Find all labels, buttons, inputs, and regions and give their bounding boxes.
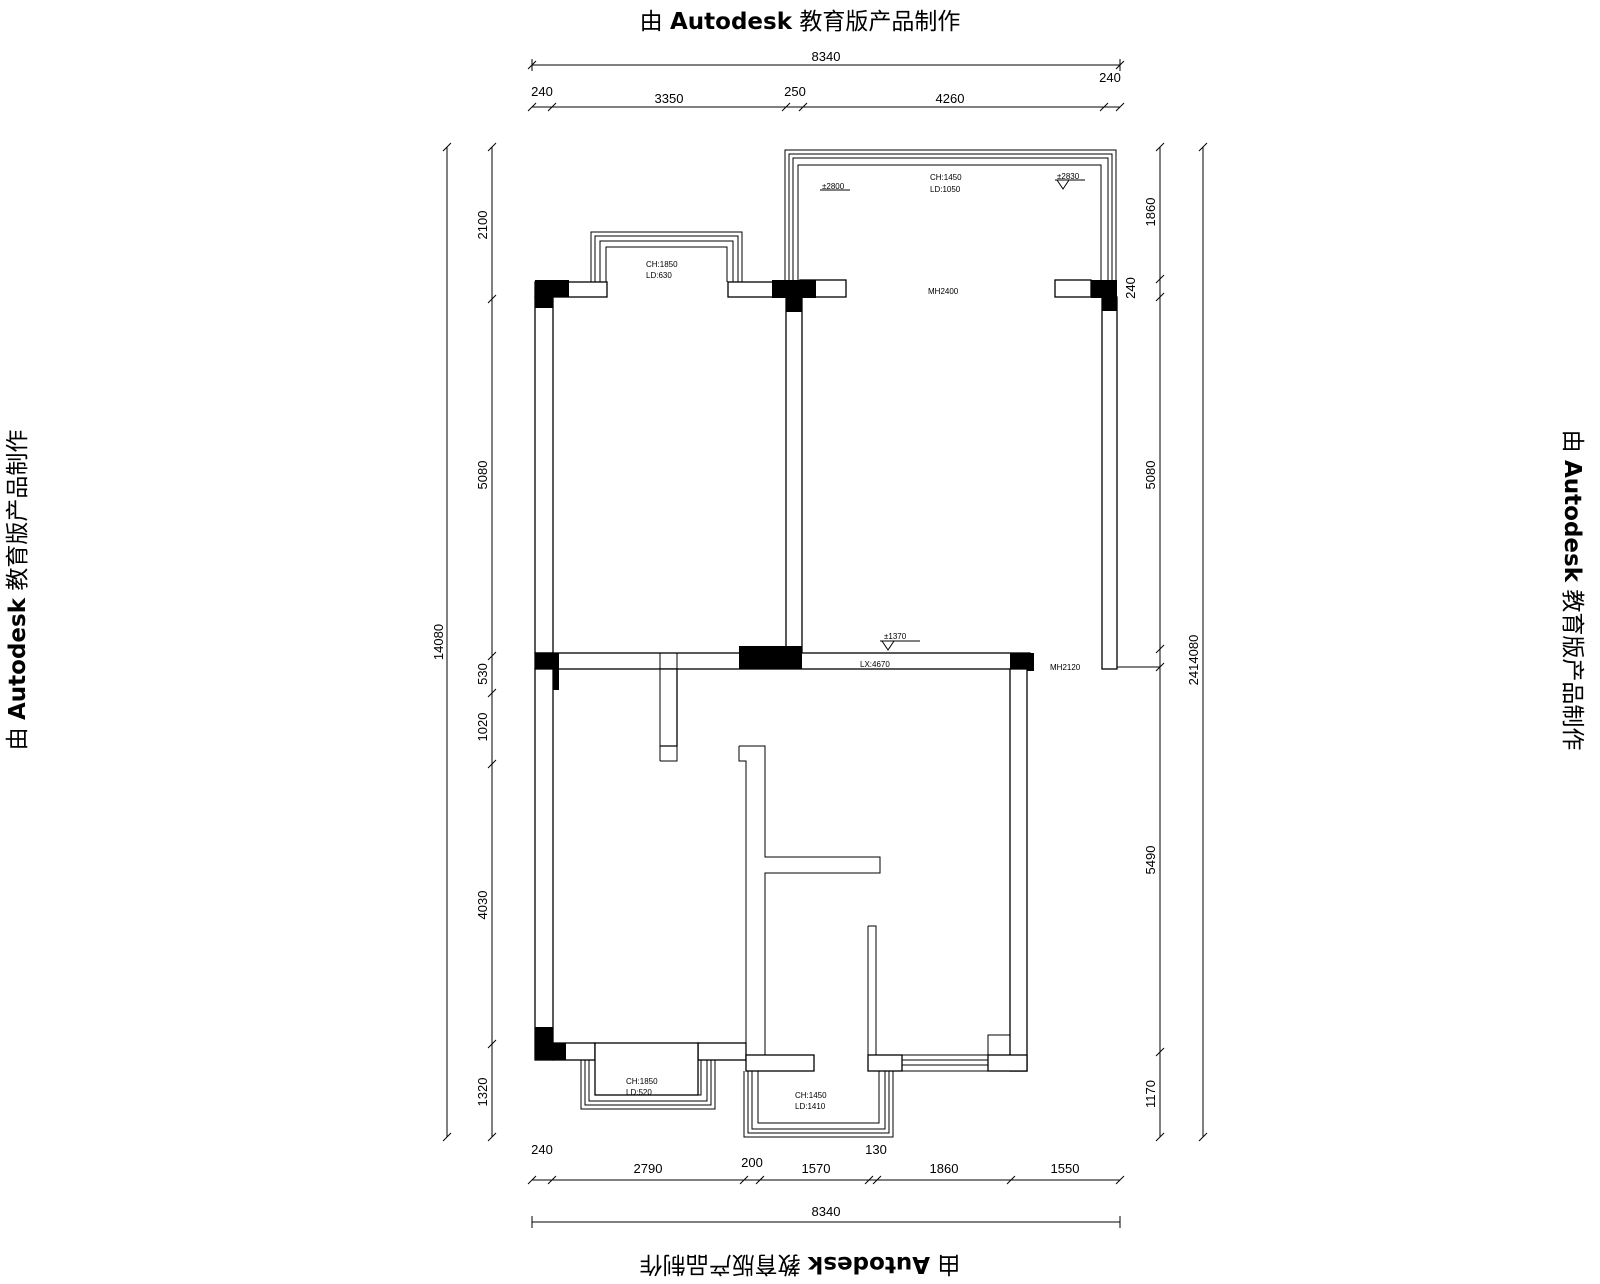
dim-left-seg-2: 5080 [475,461,490,490]
top-balcony: ±2800 ±2830 CH:1450 LD:1050 [784,149,1117,282]
dim-left-seg-4: 1020 [475,713,490,742]
dim-bottom-seg-1: 240 [531,1142,553,1157]
bottom-dimension-total: 8340 [531,1204,1121,1228]
bottom-left-bay-window: CH:1850 LD:520 [580,1042,716,1110]
dim-right-seg-2: 240 [1123,277,1138,299]
balcony-top-ch: CH:1450 [930,173,962,182]
window-top-ch: CH:1850 [646,260,678,269]
upper-walls: MH2400 [534,279,1118,670]
mh-mid-note: MH2120 [1050,663,1081,672]
balcony-top-ld: LD:1050 [930,185,961,194]
dim-left-seg-1: 2100 [475,211,490,240]
dim-bottom-seg-4: 1570 [802,1161,831,1176]
left-dimension-total: 14080 [431,142,452,1142]
dim-top-right-corner: 240 [1099,70,1121,85]
level-mid-note: ±1370 [884,632,907,641]
level-right-note: ±2830 [1057,172,1080,181]
mh-top-note: MH2400 [928,287,959,296]
balcony-bottom-ch: CH:1450 [795,1091,827,1100]
right-dimension-segments: 1860 240 5080 5490 1170 [1102,142,1165,1142]
dim-bottom-seg-7: 1550 [1051,1161,1080,1176]
dim-left-seg-5: 4030 [475,891,490,920]
dim-bottom-seg-6: 1860 [930,1161,959,1176]
lx-note: LX:4670 [860,660,890,669]
bottom-balcony: CH:1450 LD:1410 [743,1071,894,1138]
watermark-top: 由 Autodesk 教育版产品制作 [639,9,961,35]
middle-wall: ±1370 LX:4670 MH2120 [534,632,1081,690]
dim-top-seg-1: 240 [531,84,553,99]
lower-walls [534,668,1028,1072]
dim-top-seg-3: 250 [784,84,806,99]
dim-right-seg-3: 5080 [1143,461,1158,490]
balcony-bottom-ld: LD:1410 [795,1102,826,1111]
window-bottom-ch: CH:1850 [626,1077,658,1086]
dim-right-seg-5: 1170 [1143,1080,1158,1108]
left-dimension-segments: 2100 5080 530 1020 4030 1320 [475,142,497,1142]
window-bottom-ld: LD:520 [626,1088,652,1097]
dim-left-seg-6: 1320 [475,1078,490,1107]
dim-bottom-seg-5: 130 [865,1142,887,1157]
window-top-ld: LD:630 [646,271,672,280]
dim-top-seg-2: 3350 [655,91,684,106]
dim-bottom-total: 8340 [812,1204,841,1219]
level-left-note: ±2800 [822,182,845,191]
bottom-dimension-segments: 240 2790 200 1570 130 1860 1550 [527,1142,1125,1185]
dim-top-seg-4: 4260 [936,91,965,106]
dim-right-seg-1: 1860 [1143,198,1158,227]
top-dimension-segments: 240 3350 250 4260 [527,84,1125,112]
top-dimension-total: 8340 240 [527,49,1125,85]
dim-right-total: 2414080 [1186,635,1201,686]
dim-left-seg-3: 530 [475,663,490,685]
dim-bottom-seg-2: 2790 [634,1161,663,1176]
dim-bottom-seg-3: 200 [741,1155,763,1170]
dim-left-total: 14080 [431,624,446,660]
dim-right-seg-4: 5490 [1143,846,1158,875]
top-left-bay-window: CH:1850 LD:630 [590,231,743,282]
right-dimension-total: 2414080 [1186,142,1208,1142]
dim-top-total: 8340 [812,49,841,64]
